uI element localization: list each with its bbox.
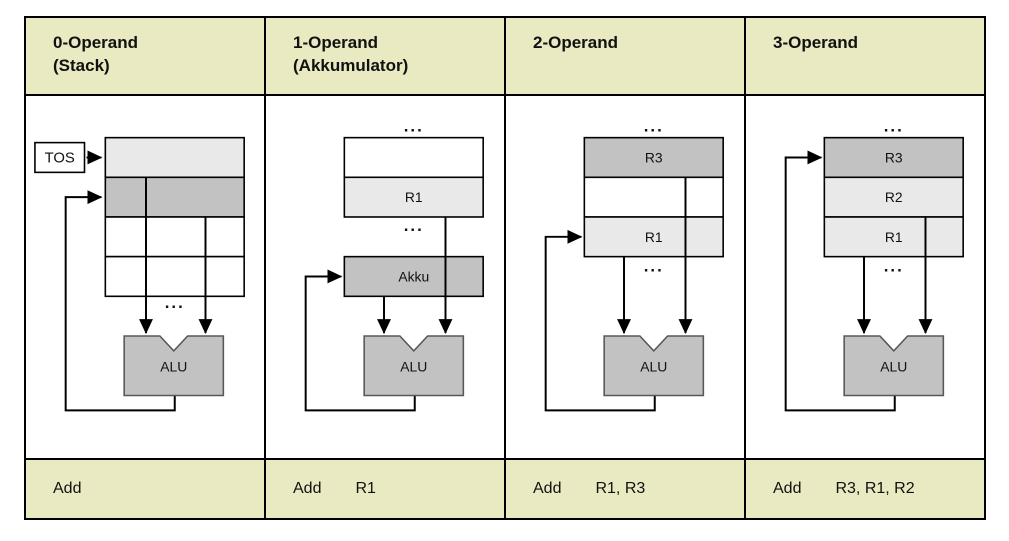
header-subtitle: (Akkumulator) [293, 56, 409, 75]
instruction-operands: R1, R3 [595, 480, 646, 497]
instruction-example: Add R1 [266, 458, 504, 518]
feedback-path [64, 190, 176, 412]
column-3-operand: 3-Operand ... R3 R2 R1 ... ALU [746, 18, 984, 518]
register-cell-r1 [823, 216, 964, 258]
header-title: 3-Operand [773, 33, 859, 52]
column-1-operand: 1-Operand (Akkumulator) ... R1 ... Akku … [266, 18, 506, 518]
alu-shape [603, 335, 705, 397]
register-label-r1: R1 [645, 229, 663, 245]
stack-cell-tos [104, 136, 245, 179]
alu-shape [843, 335, 945, 397]
feedback-path [544, 229, 656, 412]
instruction-operands: R1 [355, 480, 376, 497]
header-title: 0-Operand [53, 33, 139, 52]
alu-label: ALU [640, 359, 667, 375]
instruction-opcode: Add [773, 480, 802, 497]
isa-comparison-table: 0-Operand (Stack) TOS [24, 16, 986, 520]
ellipsis-top: ... [404, 117, 424, 136]
register-label-r3: R3 [885, 149, 903, 165]
diagram-stack: TOS ... ALU [26, 96, 264, 458]
column-2-operand: 2-Operand ... R3 R1 ... ALU Ad [506, 18, 746, 518]
akku-box [343, 255, 484, 298]
ellipsis-top: ... [884, 117, 904, 136]
column-header-1-operand: 1-Operand (Akkumulator) [266, 18, 504, 96]
instruction-opcode: Add [293, 480, 322, 497]
diagram-akkumulator: ... R1 ... Akku ALU [266, 96, 504, 458]
instruction-example: Add R3, R1, R2 [746, 458, 984, 518]
feedback-path [304, 269, 416, 412]
tos-box [34, 141, 86, 174]
ellipsis-top: ... [644, 117, 664, 136]
ellipsis-mid: ... [404, 216, 424, 235]
akku-label: Akku [398, 268, 429, 284]
register-label-r1: R1 [405, 189, 423, 205]
register-cell-blank [583, 176, 724, 218]
ellipsis-mid: ... [884, 257, 904, 276]
column-header-0-operand: 0-Operand (Stack) [26, 18, 264, 96]
register-cell-r2 [823, 176, 964, 218]
ellipsis-bottom: ... [165, 293, 185, 312]
header-title: 2-Operand [533, 33, 619, 52]
alu-shape [363, 335, 465, 397]
stack-cell-4 [104, 255, 245, 298]
register-label-r3: R3 [645, 149, 663, 165]
register-cell-r1 [343, 176, 484, 218]
instruction-operands: R3, R1, R2 [835, 480, 915, 497]
stack-cell-3 [104, 216, 245, 258]
instruction-opcode: Add [53, 480, 82, 497]
header-subtitle: (Stack) [53, 56, 110, 75]
column-header-2-operand: 2-Operand [506, 18, 744, 96]
register-label-r1: R1 [885, 229, 903, 245]
diagram-3-operand: ... R3 R2 R1 ... ALU [746, 96, 984, 458]
alu-label: ALU [400, 359, 427, 375]
alu-label: ALU [880, 359, 907, 375]
ellipsis-mid: ... [644, 257, 664, 276]
register-label-r2: R2 [885, 189, 903, 205]
instruction-example: Add R1, R3 [506, 458, 744, 518]
instruction-opcode: Add [533, 480, 562, 497]
instruction-example: Add [26, 458, 264, 518]
feedback-path [784, 150, 896, 412]
diagram-2-operand: ... R3 R1 ... ALU [506, 96, 744, 458]
alu-shape [123, 335, 225, 397]
stack-cell-2 [104, 176, 245, 218]
column-0-operand: 0-Operand (Stack) TOS [26, 18, 266, 518]
register-cell-blank [343, 136, 484, 179]
tos-label: TOS [45, 150, 75, 166]
register-cell-r1 [583, 216, 724, 258]
header-title: 1-Operand [293, 33, 379, 52]
column-header-3-operand: 3-Operand [746, 18, 984, 96]
alu-label: ALU [160, 359, 187, 375]
